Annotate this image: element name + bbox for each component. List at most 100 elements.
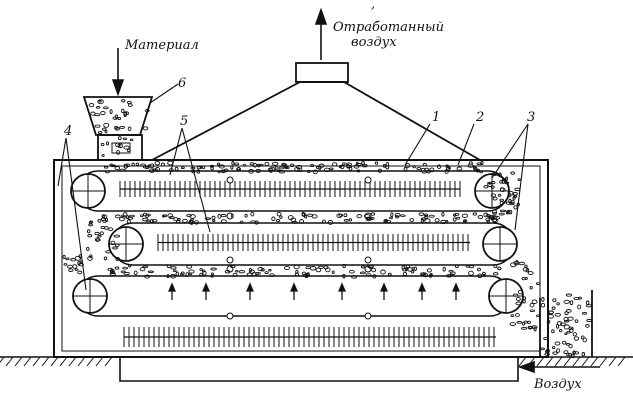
granule (166, 264, 172, 269)
granule (128, 264, 132, 268)
granule (110, 271, 116, 275)
granule (100, 142, 105, 147)
granule (551, 329, 555, 334)
granule (405, 163, 411, 168)
granule (301, 211, 305, 217)
granule (242, 163, 247, 167)
ground-hatch-line (5, 356, 14, 367)
granule (577, 304, 582, 310)
granule (505, 201, 512, 205)
granule (310, 163, 315, 168)
granule (370, 212, 376, 216)
granule (403, 167, 408, 172)
granule (469, 265, 475, 269)
granule (454, 264, 459, 269)
granule (121, 99, 126, 103)
granule (387, 272, 392, 276)
granule (109, 109, 113, 114)
ground-hatch-line (68, 356, 77, 367)
granule (561, 340, 567, 345)
granule (497, 193, 502, 197)
granule (482, 271, 486, 276)
support-roller (226, 176, 234, 184)
granule (102, 214, 108, 219)
granule (394, 212, 401, 218)
granule (490, 193, 497, 198)
granule (297, 167, 303, 172)
granule (103, 106, 109, 110)
granule (121, 108, 125, 114)
granule (290, 163, 295, 168)
granule (468, 161, 473, 165)
granule (264, 161, 270, 167)
granule (97, 99, 104, 105)
granule (147, 213, 151, 217)
granule (363, 214, 371, 218)
granule (323, 265, 329, 270)
granule (167, 213, 174, 218)
granule (180, 166, 185, 169)
ground (0, 356, 633, 367)
granule (127, 100, 132, 105)
granule (516, 321, 523, 324)
granule (411, 267, 415, 271)
granule (109, 163, 113, 167)
granule (574, 319, 579, 323)
granule (210, 267, 217, 271)
granule (548, 310, 554, 315)
granule (74, 268, 79, 271)
granule (190, 218, 194, 222)
granule (117, 116, 122, 121)
ground-hatch-line (617, 356, 626, 367)
granule (497, 266, 502, 271)
granule (127, 216, 134, 220)
air-arrow-head (290, 282, 298, 292)
granule (514, 187, 521, 192)
granule (210, 274, 214, 278)
granule (89, 220, 94, 224)
granule (256, 164, 262, 167)
granule (492, 211, 497, 215)
material-granules (62, 99, 593, 358)
granule (74, 255, 82, 261)
granule (231, 161, 235, 166)
granule (512, 191, 518, 196)
granule (490, 185, 495, 189)
granule (115, 243, 120, 247)
granule (524, 276, 528, 280)
granule (327, 219, 334, 225)
granule (239, 220, 244, 224)
granule (127, 126, 132, 131)
granule (509, 209, 513, 215)
granule (321, 219, 326, 224)
support-roller (226, 256, 234, 264)
discharge-bin (539, 290, 593, 357)
granule (416, 167, 422, 170)
granule (77, 261, 81, 266)
ground-hatch-line (554, 356, 563, 367)
granule (571, 354, 575, 358)
granule (477, 267, 481, 272)
granule (423, 213, 429, 217)
granule (199, 165, 203, 169)
granule (390, 212, 394, 218)
granule (476, 162, 483, 166)
ground-hatch-line (545, 356, 554, 367)
granule (400, 214, 406, 217)
granule (573, 336, 580, 341)
granule (304, 214, 308, 219)
granule (573, 351, 580, 355)
granule (154, 167, 161, 172)
air-inlet-arrow (517, 360, 600, 374)
granule (361, 161, 365, 165)
granule (461, 213, 469, 218)
material-hopper (82, 96, 154, 161)
granule (418, 212, 425, 216)
ground-hatch-line (599, 356, 608, 367)
granule (271, 216, 276, 222)
granule (445, 166, 451, 172)
granule (185, 272, 190, 277)
granule (422, 162, 427, 167)
granule (395, 215, 400, 219)
